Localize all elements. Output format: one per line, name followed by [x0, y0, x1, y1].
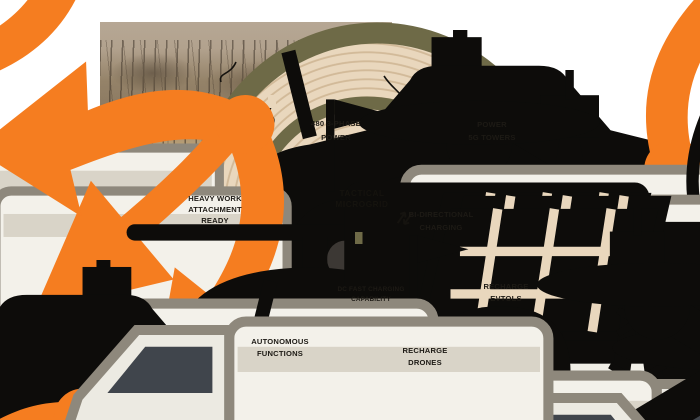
label-5g-towers-2: 5G TOWERS [468, 133, 515, 142]
label-autonomous: AUTONOMOUS [251, 337, 309, 346]
hub-tent-door [355, 232, 363, 244]
tent-door [268, 95, 276, 108]
label-recharge-evtols: RECHARGE [483, 282, 528, 291]
label-heavy-work-2: ATTACHMENT [188, 205, 242, 214]
hub-label-line2: MICROGRID [335, 200, 388, 209]
label-recharge-drones-2: DRONES [408, 358, 442, 367]
hub-label-line1: TACTICAL [339, 189, 384, 198]
label-recharge-evtols-2: EVTOLS [490, 294, 521, 303]
label-heavy-work-3: READY [201, 216, 229, 225]
label-480-3phase-2: POWER [321, 133, 351, 142]
label-480-3phase: 480 3-PHASE [311, 119, 361, 128]
label-bidirectional-2: CHARGING [420, 223, 463, 232]
label-heavy-work: HEAVY WORK [188, 194, 242, 203]
label-dc-fast-2: CAPABILITY [351, 296, 391, 303]
label-dc-fast: DC FAST CHARGING [337, 286, 404, 293]
label-5g-towers: POWER [477, 120, 507, 129]
label-autonomous-2: FUNCTIONS [257, 349, 303, 358]
label-recharge-drones: RECHARGE [402, 346, 447, 355]
swap-arrows-icon [396, 211, 413, 226]
label-bidirectional: BI-DIRECTIONAL [409, 210, 474, 219]
